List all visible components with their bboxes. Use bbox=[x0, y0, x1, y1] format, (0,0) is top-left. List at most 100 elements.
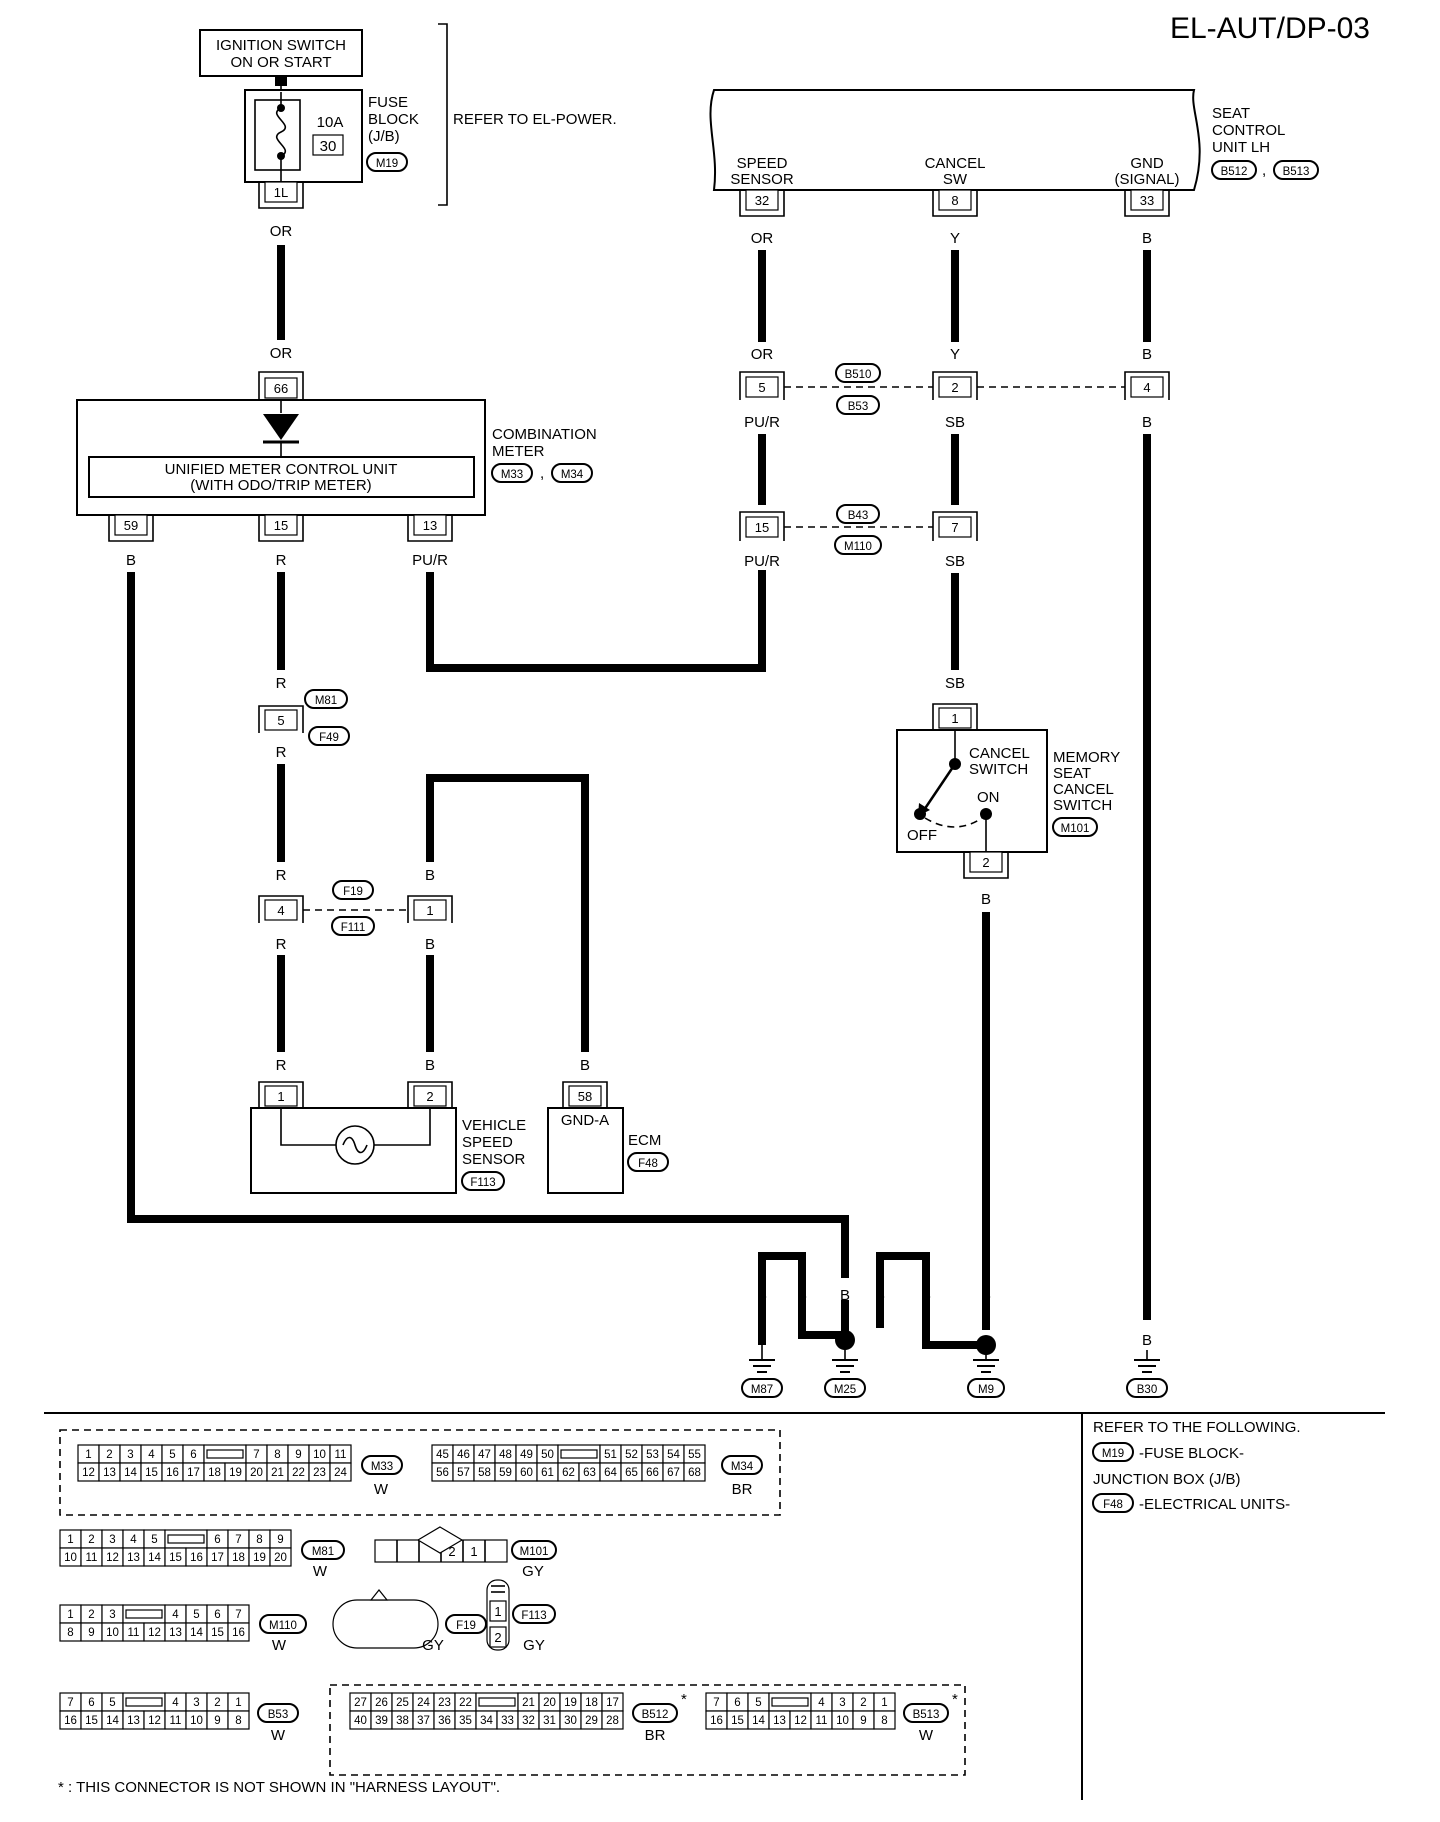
connector-badge-m19 bbox=[366, 152, 408, 172]
legend-b53-pin: 3 bbox=[193, 1697, 199, 1709]
legend-m110-pin: 14 bbox=[190, 1627, 203, 1639]
legend-b512-pin: 26 bbox=[375, 1697, 388, 1709]
fuse-amp: 10A bbox=[317, 114, 344, 131]
connector-label-b30: B30 bbox=[1137, 1384, 1157, 1396]
pin-1l bbox=[264, 181, 298, 203]
ground-wire-color-3: B bbox=[840, 1287, 850, 1304]
legend-b513-pin: 5 bbox=[755, 1697, 761, 1709]
legend-badge-b513 bbox=[903, 1703, 949, 1723]
legend-m81-pin: 19 bbox=[253, 1552, 266, 1564]
legend-b512-pin: 20 bbox=[543, 1697, 556, 1709]
legend-f19-key bbox=[369, 1589, 389, 1601]
switch-off-node bbox=[914, 808, 926, 820]
connector-badge-m33 bbox=[491, 463, 533, 483]
legend-m110-pin: 16 bbox=[232, 1627, 245, 1639]
legend-b512-pin: 35 bbox=[459, 1715, 472, 1727]
switch-lever bbox=[922, 763, 957, 811]
wire-color-pur-c: PU/R bbox=[412, 552, 448, 569]
conn-vss2-shell bbox=[407, 1081, 453, 1108]
legend-m110-cell bbox=[227, 1622, 250, 1642]
bracket-refer-power bbox=[438, 23, 448, 206]
ground-wire-color-b30: B bbox=[1142, 1332, 1152, 1349]
legend-b512-pin: 30 bbox=[564, 1715, 577, 1727]
vss-label-1: VEHICLE bbox=[462, 1117, 526, 1134]
legend-shape-m101 bbox=[374, 1526, 508, 1563]
wire-color-r-m81b: R bbox=[276, 744, 287, 761]
pin-sw1 bbox=[938, 707, 972, 729]
pin-vss2-label: 2 bbox=[426, 1089, 433, 1104]
legend-b53-pin: 7 bbox=[67, 1697, 73, 1709]
legend-badge-b512 bbox=[632, 1703, 678, 1723]
legend-badge-m33 bbox=[361, 1455, 403, 1475]
legend-m33-pin: 5 bbox=[169, 1449, 175, 1461]
wire-color-b59: B bbox=[126, 552, 136, 569]
legend-b512-pin: 32 bbox=[522, 1715, 535, 1727]
legend-color-b513: W bbox=[919, 1727, 934, 1744]
connector-badge-f19 bbox=[332, 880, 374, 900]
pin-13 bbox=[413, 514, 447, 536]
wire-color-b-a: B bbox=[1142, 230, 1152, 247]
connector-label-m110: M110 bbox=[844, 541, 872, 553]
ignition-switch-box bbox=[199, 29, 363, 77]
pin-59 bbox=[114, 514, 148, 536]
legend-m34-pin: 62 bbox=[562, 1467, 575, 1479]
legend-b53-pin: 8 bbox=[235, 1715, 241, 1727]
legend-m101-pin-2: 2 bbox=[448, 1544, 455, 1559]
connector-badge-b53 bbox=[836, 395, 880, 415]
legend-b513-pin: 4 bbox=[818, 1697, 825, 1709]
legend-m81-cell bbox=[269, 1547, 292, 1567]
legend-color-f19: GY bbox=[422, 1637, 444, 1654]
pin-32 bbox=[745, 189, 779, 211]
legend-b512-pin: 38 bbox=[396, 1715, 409, 1727]
ground-symbol-m9 bbox=[973, 1345, 999, 1373]
legend-m81-pin: 13 bbox=[127, 1552, 140, 1564]
combination-meter-label-2: METER bbox=[492, 443, 545, 460]
wire-color-sb-a: SB bbox=[945, 414, 965, 431]
connector-badge-b30 bbox=[1126, 1378, 1168, 1398]
wire-color-or-b: OR bbox=[270, 345, 293, 362]
conn-59-shell bbox=[108, 515, 154, 542]
legend-m34-pin: 47 bbox=[478, 1449, 491, 1461]
legend-f113-pin-1: 1 bbox=[494, 1604, 501, 1619]
vss-label-3: SENSOR bbox=[462, 1151, 526, 1168]
legend-m81-pin: 11 bbox=[86, 1552, 98, 1564]
wire-color-b-c: B bbox=[1142, 414, 1152, 431]
pin-j5-label: 5 bbox=[758, 380, 765, 395]
legend-m33-pin: 8 bbox=[274, 1449, 280, 1461]
refer-label-f48: F48 bbox=[1103, 1499, 1123, 1511]
legend-color-b512: BR bbox=[645, 1727, 666, 1744]
legend-b53-pin: 5 bbox=[109, 1697, 115, 1709]
legend-m33-pin: 1 bbox=[85, 1449, 91, 1461]
conn-vss1-shell bbox=[258, 1081, 304, 1108]
pin-sw2 bbox=[969, 851, 1003, 873]
connector-label-b53: B53 bbox=[848, 401, 868, 413]
connector-label-m34: M34 bbox=[561, 469, 584, 481]
connector-label-f19: F19 bbox=[343, 886, 363, 898]
conn-15-shell bbox=[258, 515, 304, 542]
legend-badge-m34 bbox=[721, 1455, 763, 1475]
pin-33-label: 33 bbox=[1140, 193, 1154, 208]
wire-color-b-ecm: B bbox=[580, 1057, 590, 1074]
pin-66-label: 66 bbox=[274, 381, 288, 396]
legend-m34-pin: 51 bbox=[604, 1449, 617, 1461]
connector-label-b513: B513 bbox=[1283, 166, 1310, 178]
legend-b53-cell bbox=[227, 1710, 250, 1730]
conn-j2-shell bbox=[932, 371, 978, 400]
legend-color-m101: GY bbox=[522, 1563, 544, 1580]
legend-b512-pin: 19 bbox=[564, 1697, 577, 1709]
legend-b512-pin: 40 bbox=[354, 1715, 367, 1727]
legend-m33-pin: 23 bbox=[313, 1467, 326, 1479]
pin-vss2 bbox=[413, 1085, 447, 1107]
legend-b53-pin: 11 bbox=[170, 1715, 182, 1727]
ignition-switch-label-1: IGNITION SWITCH bbox=[216, 37, 346, 54]
legend-b513-pin: 13 bbox=[773, 1715, 786, 1727]
fuse-number: 30 bbox=[320, 138, 337, 155]
legend-m34-pin: 58 bbox=[478, 1467, 491, 1479]
legend-f113-cell-2 bbox=[489, 1626, 507, 1648]
legend-color-m33: W bbox=[374, 1481, 389, 1498]
wire-color-y-a: Y bbox=[950, 230, 960, 247]
legend-b512-pin: 36 bbox=[438, 1715, 451, 1727]
fuse-number-box bbox=[312, 134, 344, 156]
pin-c1 bbox=[413, 899, 447, 921]
legend-color-m81: W bbox=[313, 1563, 328, 1580]
